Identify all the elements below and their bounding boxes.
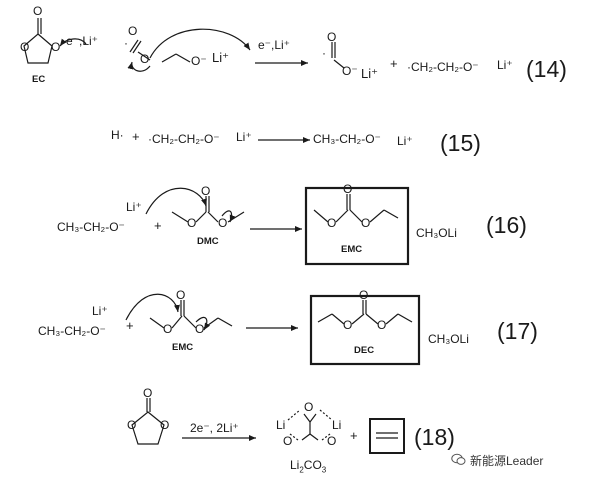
- dmc-carbonyl-oxygen: O: [201, 184, 211, 198]
- li2co3-li-right: Li: [332, 418, 342, 432]
- dec-product-structure: [317, 300, 413, 325]
- dec-carbonyl-oxygen: O: [359, 288, 369, 302]
- ec-ring-oxygen-left: O: [20, 40, 30, 54]
- ec-molecule-14: [23, 18, 53, 64]
- li-ion-16: Li⁺: [126, 200, 142, 214]
- li2co3-li-left: Li: [276, 418, 286, 432]
- dec-oxygen-left: O: [343, 318, 353, 332]
- watermark-text: 新能源Leader: [470, 454, 544, 468]
- emc-product-structure: [313, 194, 399, 223]
- emc-product-carbonyl-oxygen: O: [343, 182, 353, 196]
- dec-oxygen-right: O: [377, 318, 387, 332]
- li2co3-label: Li2CO3: [290, 458, 327, 475]
- ethoxyl-radical-14: ·CH₂-CH₂-O⁻: [407, 60, 479, 74]
- li-ion-17: Li⁺: [92, 304, 108, 318]
- dmc-molecule: [171, 196, 245, 223]
- emc-product-label: EMC: [341, 244, 363, 255]
- reaction-number-18: (18): [414, 424, 455, 450]
- plus-16: +: [154, 218, 162, 233]
- carbonyl-oxygen-14: O: [327, 30, 337, 44]
- emc-product-oxygen-right: O: [361, 216, 371, 230]
- li-ion-15b: Li⁺: [397, 134, 413, 148]
- ec18-oxygen-right: O: [160, 418, 170, 432]
- arrow-label-18: 2e⁻, 2Li⁺: [190, 421, 239, 435]
- reaction-number-14: (14): [526, 56, 567, 82]
- arrow-label-14a: e⁻,Li⁺: [66, 34, 99, 48]
- dmc-oxygen-left: O: [187, 216, 197, 230]
- ethoxide-16: CH₃-CH₂-O⁻: [57, 220, 125, 234]
- curved-arrow-14a: [59, 38, 87, 47]
- li2co3-oxygen-right: O: [327, 434, 337, 448]
- dec-product-box: [309, 294, 421, 366]
- dmc-label: DMC: [197, 236, 219, 247]
- ethoxide-15: CH₃-CH₂-O⁻: [313, 132, 381, 146]
- ec-label-14: EC: [32, 74, 46, 85]
- ethylene-product-box: [369, 418, 405, 454]
- carbonyl-radical-14: [331, 42, 345, 69]
- radical-intermediate-14: [127, 28, 251, 72]
- hydrogen-radical-15: H·: [111, 128, 124, 142]
- li-ion-14a: Li⁺: [212, 50, 229, 65]
- curved-arrow-16: [145, 187, 207, 215]
- emc-reactant-label: EMC: [172, 342, 194, 353]
- ec-carbonyl-oxygen: O: [33, 4, 43, 18]
- emc-reactant-structure: [149, 300, 233, 331]
- arrow-label-14b: e⁻,Li⁺: [258, 38, 291, 52]
- emc-product-box: [304, 186, 410, 266]
- plus-17: +: [126, 318, 134, 333]
- li2co3-oxygen-left: O: [283, 434, 293, 448]
- ec18-oxygen-left: O: [127, 418, 137, 432]
- emc-reactant-oxygen-left: O: [163, 322, 173, 336]
- ec18-carbonyl-oxygen: O: [143, 386, 153, 400]
- li-ion-15a: Li⁺: [236, 130, 252, 144]
- li2co3-structure: [287, 409, 333, 441]
- emc-reactant-carbonyl-oxygen: O: [176, 288, 186, 302]
- reaction-number-15: (15): [440, 130, 481, 156]
- radical-oxygen-mid: O: [140, 52, 150, 66]
- ec-molecule-18: [131, 398, 165, 445]
- ec-ring-oxygen-right: O: [51, 40, 61, 54]
- ethoxyl-radical-15: ·CH₂-CH₂-O⁻: [148, 132, 220, 146]
- reaction-number-16: (16): [486, 212, 527, 238]
- li2co3-oxygen-top: O: [304, 400, 314, 414]
- li-ion-14b: Li⁺: [361, 66, 378, 81]
- wechat-icon: [451, 453, 466, 465]
- ch3oli-17: CH₃OLi: [428, 332, 469, 346]
- li-ion-14c: Li⁺: [497, 58, 513, 72]
- dmc-oxygen-right: O: [218, 216, 228, 230]
- carbonyl-dot-14: ·: [322, 46, 326, 60]
- ethoxide-17: CH₃-CH₂-O⁻: [38, 324, 106, 338]
- plus-18: +: [350, 428, 358, 443]
- dec-label: DEC: [354, 345, 375, 356]
- radical-oxygen-top: O: [128, 24, 138, 38]
- plus-15: +: [132, 129, 140, 144]
- emc-reactant-oxygen-right: O: [195, 322, 205, 336]
- emc-product-oxygen-left: O: [327, 216, 337, 230]
- reaction-number-17: (17): [497, 318, 538, 344]
- plus-14: +: [390, 56, 398, 71]
- carbonyl-oxide-14: O⁻: [342, 64, 358, 78]
- ch3oli-16: CH₃OLi: [416, 226, 457, 240]
- curved-arrow-17: [125, 293, 180, 321]
- radical-oxygen-anion: O⁻: [191, 54, 207, 68]
- li2co3-bonds: [301, 413, 319, 441]
- radical-dot-14a: ·: [124, 36, 128, 50]
